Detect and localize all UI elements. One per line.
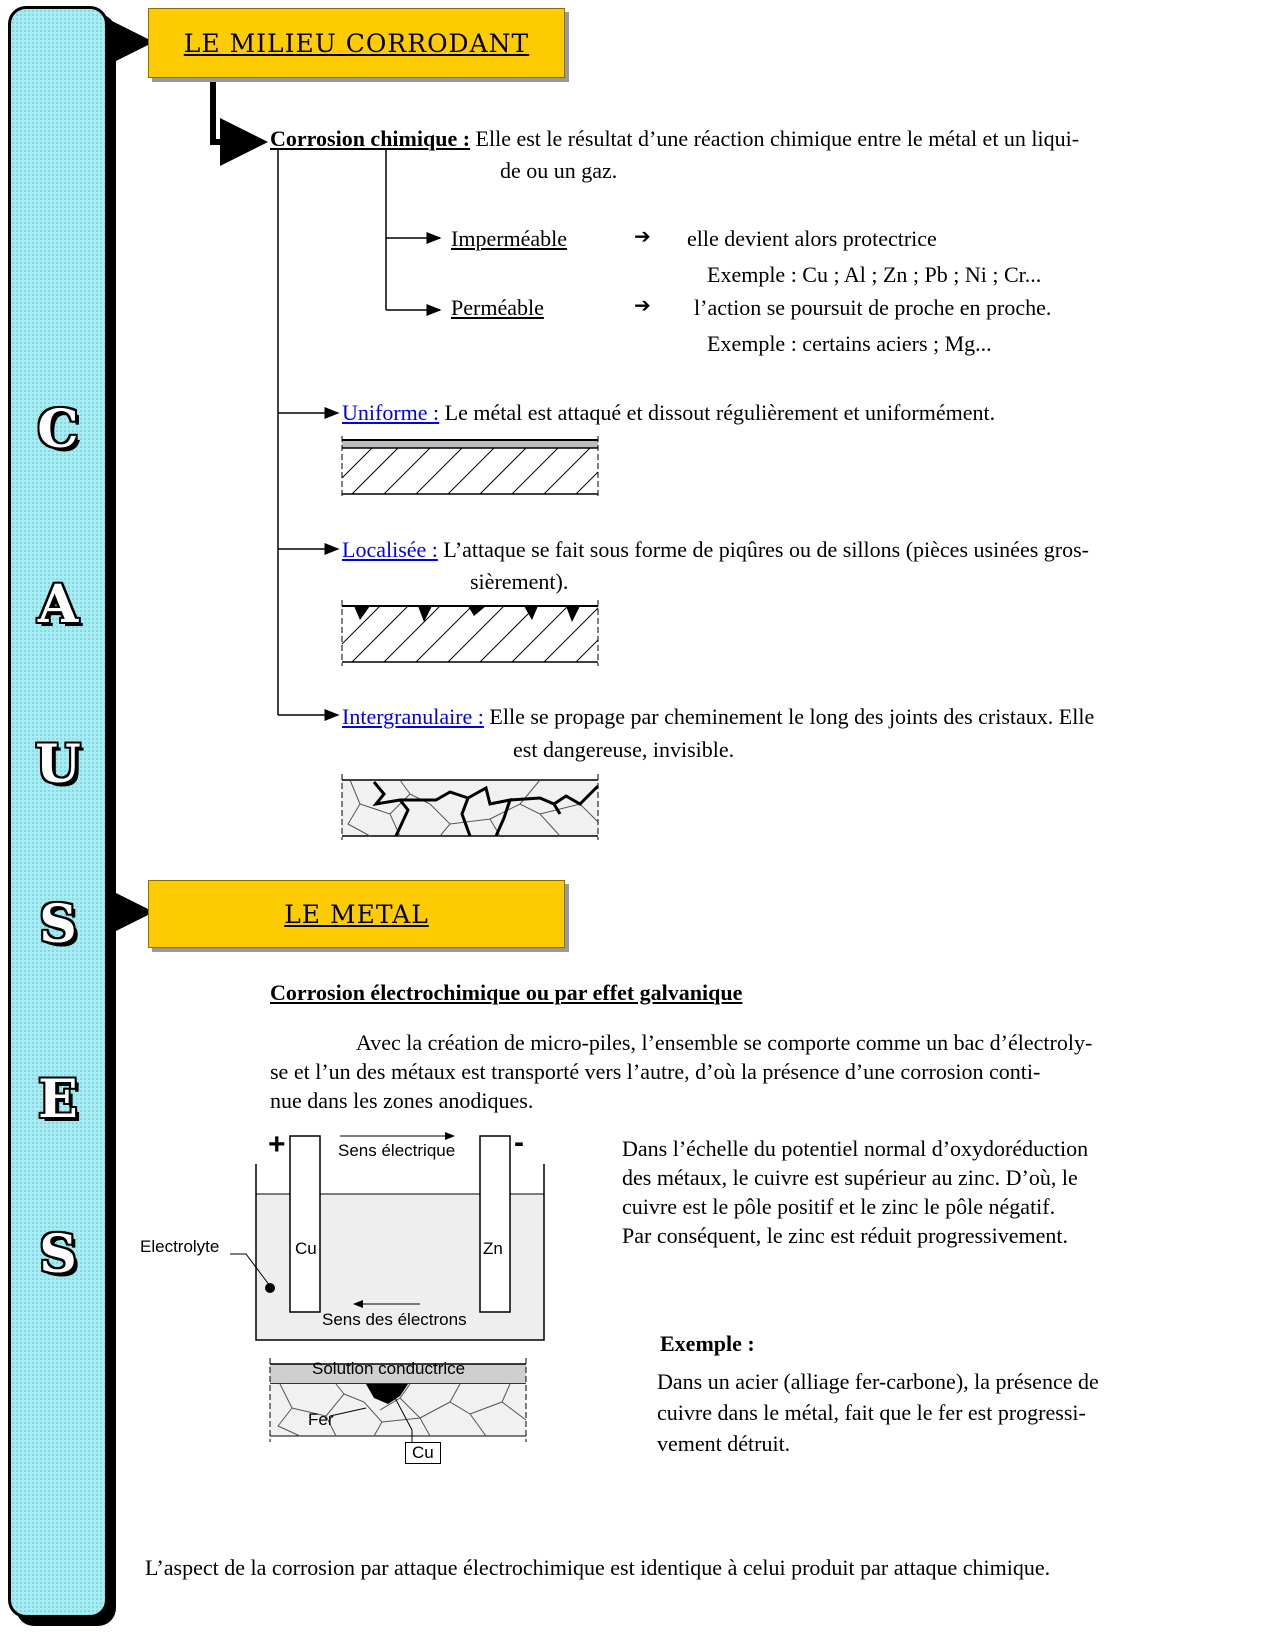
right-line-3: cuivre est le pôle positif et le zinc le… bbox=[622, 1194, 1056, 1219]
sidebar-letter-a: A bbox=[37, 574, 79, 635]
uniforme-text: Le métal est attaqué et dissout régulièr… bbox=[444, 400, 996, 425]
localisee-link[interactable]: Localisée : bbox=[342, 537, 438, 562]
solution-conductrice-label: Solution conductrice bbox=[312, 1359, 466, 1378]
arrow-to-chimique bbox=[210, 78, 268, 166]
cu-electrode-label: Cu bbox=[295, 1239, 317, 1258]
electrochimique-paragraph: Avec la création de micro-piles, l’ensem… bbox=[270, 1028, 1226, 1115]
plus-sign: + bbox=[268, 1128, 286, 1161]
perm-example: Exemple : certains aciers ; Mg... bbox=[707, 331, 992, 356]
potentiel-text: Dans l’échelle du potentiel normal d’oxy… bbox=[622, 1134, 1182, 1250]
uniforme-row: Uniforme : Le métal est attaqué et disso… bbox=[342, 400, 995, 426]
localisee-diagram bbox=[341, 600, 599, 666]
banner-title-metal: LE METAL bbox=[284, 899, 429, 929]
chimique-text1: Elle est le résultat d’une réaction chim… bbox=[475, 126, 1080, 151]
sidebar-letter-c: C bbox=[37, 399, 79, 460]
cu-grain-label: Cu bbox=[405, 1442, 441, 1464]
para-line-3: nue dans les zones anodiques. bbox=[270, 1088, 534, 1113]
galvanic-cell-diagram bbox=[230, 1132, 545, 1442]
imper-arrow-icon: ➔ bbox=[634, 226, 651, 248]
zn-electrode-label: Zn bbox=[483, 1239, 503, 1258]
imper-label: Imperméable bbox=[451, 226, 568, 251]
perm-arrow-icon: ➔ bbox=[634, 295, 651, 317]
uniforme-diagram bbox=[341, 436, 599, 498]
intergranulaire-text1: Elle se propage par cheminement le long … bbox=[489, 704, 1095, 729]
exemple-text: Dans un acier (alliage fer-carbone), la … bbox=[657, 1366, 1192, 1459]
para-line-1: Avec la création de micro-piles, l’ensem… bbox=[356, 1030, 1093, 1055]
uniforme-link[interactable]: Uniforme : bbox=[342, 400, 440, 425]
imper-text: elle devient alors protectrice bbox=[687, 226, 937, 251]
sidebar-letter-u: U bbox=[35, 734, 81, 795]
banner-title: LE MILIEU CORRODANT bbox=[183, 28, 530, 58]
electrochimique-heading: Corrosion électrochimique ou par effet g… bbox=[270, 980, 743, 1005]
localisee-text2: sièrement). bbox=[470, 569, 569, 594]
exemple-line-2: cuivre dans le métal, fait que le fer es… bbox=[657, 1400, 1086, 1425]
chimique-block: Corrosion chimique : Elle est le résulta… bbox=[270, 126, 1230, 152]
right-line-1: Dans l’échelle du potentiel normal d’oxy… bbox=[622, 1136, 1089, 1161]
electrolyte-label: Electrolyte bbox=[140, 1237, 220, 1256]
sidebar-letter-s: S bbox=[39, 894, 77, 955]
sens-electrique-label: Sens électrique bbox=[338, 1141, 456, 1160]
banner-milieu-corrodant: LE MILIEU CORRODANT bbox=[148, 8, 565, 78]
sidebar-letter-e: E bbox=[38, 1069, 78, 1130]
sidebar-letter-s2: S bbox=[39, 1224, 77, 1285]
chimique-text2: de ou un gaz. bbox=[500, 158, 618, 183]
banner-le-metal: LE METAL bbox=[148, 880, 565, 948]
chimique-term: Corrosion chimique : bbox=[270, 126, 471, 151]
para-line-2: se et l’un des métaux est transporté ver… bbox=[270, 1059, 1041, 1084]
causes-sidebar: C A U S E S bbox=[8, 6, 108, 1618]
intergranulaire-row: Intergranulaire : Elle se propage par ch… bbox=[342, 704, 1232, 730]
right-line-4: Par conséquent, le zinc est réduit progr… bbox=[622, 1223, 1068, 1248]
fer-label: Fer bbox=[308, 1410, 334, 1429]
imper-example: Exemple : Cu ; Al ; Zn ; Pb ; Ni ; Cr... bbox=[707, 262, 1042, 287]
conclusion-text: L’aspect de la corrosion par attaque éle… bbox=[145, 1555, 1051, 1580]
right-line-2: des métaux, le cuivre est supérieur au z… bbox=[622, 1165, 1078, 1190]
intergranulaire-link[interactable]: Intergranulaire : bbox=[342, 704, 484, 729]
exemple-title: Exemple : bbox=[660, 1331, 755, 1356]
perm-text: l’action se poursuit de proche en proche… bbox=[694, 295, 1052, 320]
localisee-row: Localisée : L’attaque se fait sous forme… bbox=[342, 537, 1232, 563]
minus-sign: - bbox=[514, 1126, 524, 1159]
localisee-text1: L’attaque se fait sous forme de piqûres … bbox=[443, 537, 1089, 562]
intergranulaire-text2: est dangereuse, invisible. bbox=[513, 737, 735, 762]
perm-label: Perméable bbox=[451, 295, 544, 320]
intergranulaire-diagram bbox=[341, 774, 600, 840]
sens-electrons-label: Sens des électrons bbox=[322, 1310, 467, 1329]
exemple-line-1: Dans un acier (alliage fer-carbone), la … bbox=[657, 1369, 1099, 1394]
exemple-line-3: vement détruit. bbox=[657, 1431, 791, 1456]
